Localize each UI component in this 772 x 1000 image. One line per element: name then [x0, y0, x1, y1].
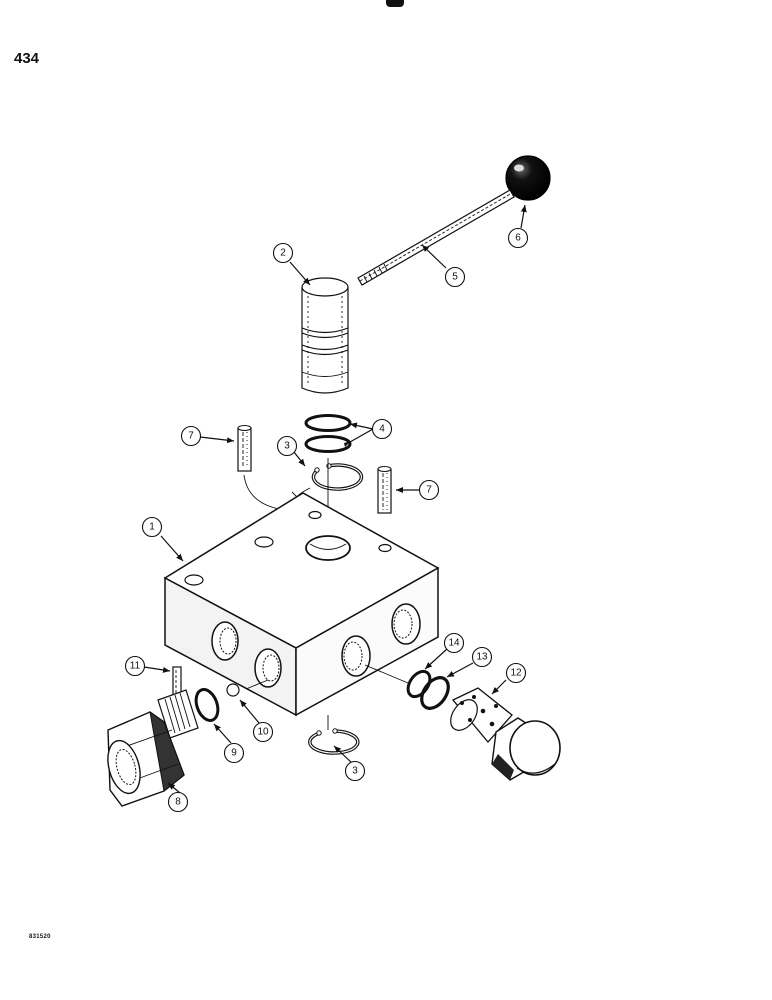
callout-6-label: 6: [515, 233, 521, 244]
lever-rod: [357, 189, 515, 286]
callout-6: 6: [507, 227, 529, 249]
callout-5-label: 5: [452, 272, 458, 283]
relief-valve-cartridge: [450, 687, 561, 781]
knob: [505, 155, 551, 201]
callout-10: 10: [252, 721, 274, 743]
callout-1-label: 1: [149, 522, 155, 533]
reference-code: 831520: [29, 934, 51, 940]
pin-right: [377, 466, 392, 514]
callout-11: 11: [124, 655, 146, 677]
callout-5: 5: [444, 266, 466, 288]
callout-8: 8: [167, 791, 189, 813]
callout-13-label: 13: [476, 652, 488, 663]
callout-7-right: 7: [418, 479, 440, 501]
top-edge-mark: [386, 0, 404, 7]
check-ball: [226, 683, 240, 697]
pin-left: [237, 425, 252, 472]
callout-leaders: [143, 204, 527, 794]
o-ring-14: [406, 669, 432, 699]
callout-1: 1: [141, 516, 163, 538]
retaining-ring-lower: [308, 728, 360, 755]
callout-4: 4: [371, 418, 393, 440]
adapter-fitting: [107, 689, 199, 807]
callout-2-label: 2: [280, 248, 286, 259]
port-line-right: [364, 664, 409, 684]
callout-8-label: 8: [175, 797, 181, 808]
callout-7-right-label: 7: [426, 485, 432, 496]
callout-12-label: 12: [510, 668, 522, 679]
callout-7-left-label: 7: [188, 431, 194, 442]
retaining-ring-upper: [311, 463, 364, 491]
callout-4-label: 4: [379, 424, 385, 435]
callout-14-label: 14: [448, 638, 460, 649]
spool: [301, 277, 349, 394]
port-line-left: [245, 679, 269, 690]
callout-9-label: 9: [231, 748, 237, 759]
callout-11-label: 11: [130, 661, 141, 672]
o-rings-4: [304, 414, 352, 453]
o-ring-9: [194, 688, 220, 722]
callout-2: 2: [272, 242, 294, 264]
callout-3-upper-label: 3: [284, 441, 290, 452]
valve-body: [163, 492, 440, 717]
callout-9: 9: [223, 742, 245, 764]
callout-3-lower: 3: [344, 760, 366, 782]
callout-7-left: 7: [180, 425, 202, 447]
callout-14: 14: [443, 632, 465, 654]
page-number: 434: [14, 50, 40, 67]
callout-3-lower-label: 3: [352, 766, 358, 777]
o-ring-13: [420, 676, 450, 710]
callout-13: 13: [471, 646, 493, 668]
callout-10-label: 10: [257, 727, 269, 738]
callout-3-upper: 3: [276, 435, 298, 457]
callout-12: 12: [505, 662, 527, 684]
